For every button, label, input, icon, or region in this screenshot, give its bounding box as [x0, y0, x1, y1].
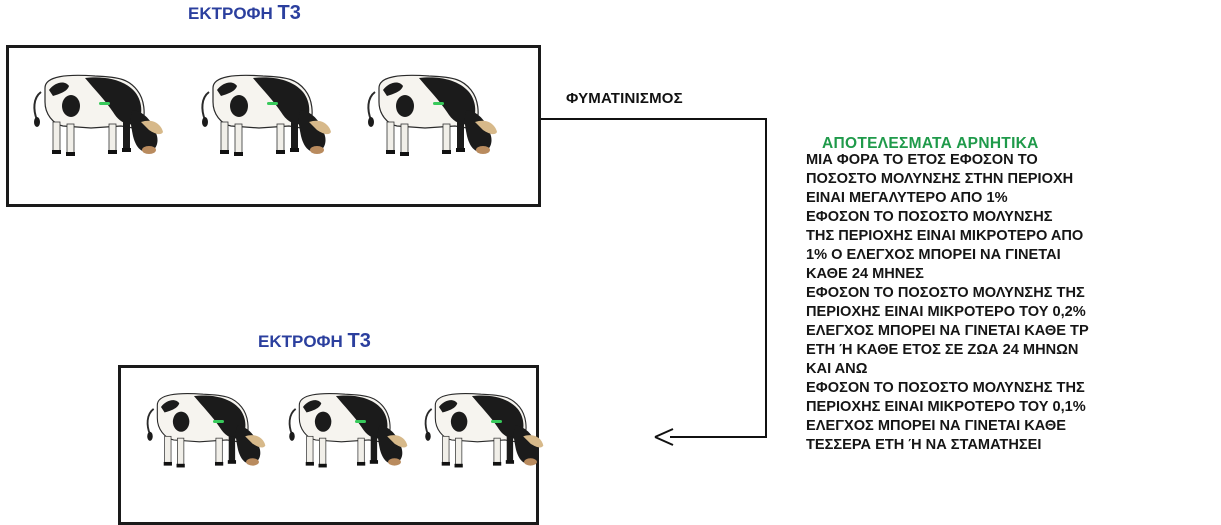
rule-line: ΠΕΡΙΟΧΗΣ ΕΙΝΑΙ ΜΙΚΡΟΤΕΡΟ ΤΟΥ 0,1%	[806, 399, 1086, 415]
cow-icon	[193, 66, 335, 162]
rule-line: ΕΛΕΓΧΟΣ ΜΠΟΡΕΙ ΝΑ ΓΙΝΕΤΑΙ ΚΑΘΕ	[806, 418, 1066, 434]
cow-icon	[417, 384, 547, 474]
herd-code-bottom: Τ3	[347, 330, 371, 352]
rule-line: ΕΛΕΓΧΟΣ ΜΠΟΡΕΙ ΝΑ ΓΙΝΕΤΑΙ ΚΑΘΕ ΤΡ	[806, 323, 1089, 339]
process-label: ΦΥΜΑΤΙΝΙΣΜΟΣ	[566, 90, 683, 107]
ear-tag-icon	[355, 420, 366, 423]
rule-line: ΕΦΟΣΟΝ ΤΟ ΠΟΣΟΣΤΟ ΜΟΛΥΝΣΗΣ ΤΗΣ	[806, 380, 1085, 396]
rule-line: 1% Ο ΕΛΕΓΧΟΣ ΜΠΟΡΕΙ ΝΑ ΓΙΝΕΤΑΙ	[806, 247, 1061, 263]
rule-line: ΤΗΣ ΠΕΡΙΟΧΗΣ ΕΙΝΑΙ ΜΙΚΡΟΤΕΡΟ ΑΠΟ	[806, 228, 1084, 244]
herd-box-bottom	[118, 365, 539, 525]
rule-line: ΠΟΣΟΣΤΟ ΜΟΛΥΝΣΗΣ ΣΤΗΝ ΠΕΡΙΟΧΗ	[806, 171, 1074, 187]
rule-line: ΤΕΣΣΕΡΑ ΕΤΗ Ή ΝΑ ΣΤΑΜΑΤΗΣΕΙ	[806, 437, 1042, 453]
herd-heading-top: ΕΚΤΡΟΦΗ Τ3	[188, 2, 301, 25]
arrow-head-icon	[654, 428, 674, 446]
results-title: ΑΠΟΤΕΛΕΣΜΑΤΑ ΑΡΝΗΤΙΚΑ	[822, 135, 1039, 152]
results-rules: ΜΙΑ ΦΟΡΑ ΤΟ ΕΤΟΣ ΕΦΟΣΟΝ ΤΟ ΠΟΣΟΣΤΟ ΜΟΛΥΝ…	[806, 151, 1221, 508]
cow-icon	[139, 384, 269, 474]
herd-code-top: Τ3	[277, 2, 301, 24]
cow-icon	[281, 384, 411, 474]
cow-icon	[359, 66, 501, 162]
ear-tag-icon	[267, 102, 278, 105]
ear-tag-icon	[99, 102, 110, 105]
herd-box-top	[6, 45, 541, 207]
rule-line: ΕΦΟΣΟΝ ΤΟ ΠΟΣΟΣΤΟ ΜΟΛΥΝΣΗΣ	[806, 209, 1053, 225]
herd-label-bottom: ΕΚΤΡΟΦΗ	[258, 332, 343, 351]
rule-line: ΕΤΗ Ή ΚΑΘΕ ΕΤΟΣ ΣΕ ΖΩΑ 24 ΜΗΝΩΝ	[806, 342, 1079, 358]
cow-icon	[25, 66, 167, 162]
herd-heading-bottom: ΕΚΤΡΟΦΗ Τ3	[258, 330, 371, 353]
rule-line: ΜΙΑ ΦΟΡΑ ΤΟ ΕΤΟΣ ΕΦΟΣΟΝ ΤΟ	[806, 152, 1038, 168]
rule-line: ΚΑΘΕ 24 ΜΗΝΕΣ	[806, 266, 924, 282]
rule-line: ΚΑΙ ΑΝΩ	[806, 361, 868, 377]
connector-horizontal-top	[541, 118, 767, 120]
ear-tag-icon	[433, 102, 444, 105]
rule-line: ΕΦΟΣΟΝ ΤΟ ΠΟΣΟΣΤΟ ΜΟΛΥΝΣΗΣ ΤΗΣ	[806, 285, 1085, 301]
herd-label-top: ΕΚΤΡΟΦΗ	[188, 4, 273, 23]
connector-horizontal-bottom	[670, 436, 767, 438]
connector-vertical	[765, 118, 767, 438]
rule-line: ΠΕΡΙΟΧΗΣ ΕΙΝΑΙ ΜΙΚΡΟΤΕΡΟ ΤΟΥ 0,2%	[806, 304, 1086, 320]
ear-tag-icon	[491, 420, 502, 423]
rule-line: ΕΙΝΑΙ ΜΕΓΑΛΥΤΕΡΟ ΑΠΟ 1%	[806, 190, 1008, 206]
ear-tag-icon	[213, 420, 224, 423]
